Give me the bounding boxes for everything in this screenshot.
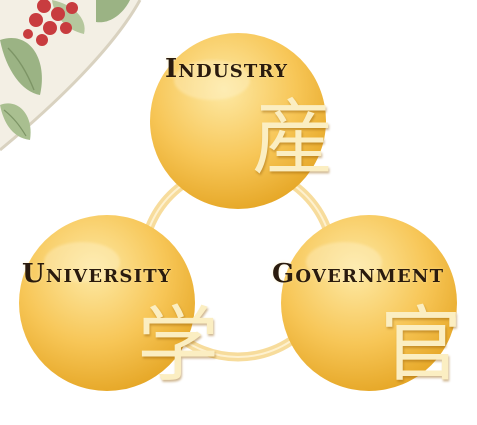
government-highlight [306,242,382,282]
university-kanji: 学 [137,298,220,393]
industry-highlight [174,60,250,100]
government-label: Government [272,259,445,289]
university-label: University [22,259,172,289]
government-kanji: 官 [380,298,463,393]
university-highlight [44,242,120,282]
industry-label: Industry [165,54,289,84]
berry-cluster [23,0,78,46]
leaf-berries-decoration [0,0,142,152]
industry-kanji: 産 [252,91,335,186]
